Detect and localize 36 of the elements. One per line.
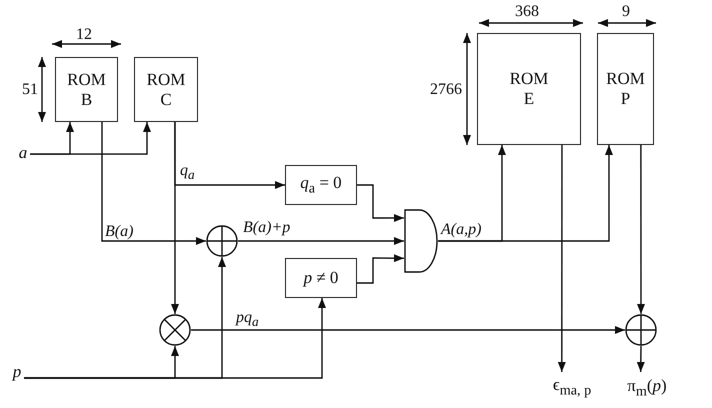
- multiplier-symbol: [159, 314, 191, 346]
- dimension-label: 51: [22, 82, 38, 98]
- rom-block: ROM E: [477, 33, 581, 145]
- connector-arrow: [171, 122, 179, 314]
- connector-arrow: [558, 145, 566, 372]
- connector-arrow: [438, 145, 613, 242]
- edge-label: pq$_{a}$: [236, 310, 259, 329]
- dimension-label: 9: [622, 4, 630, 20]
- dimension-label: 368: [515, 4, 539, 20]
- edge-label: A(a,p): [441, 222, 482, 238]
- rom-block: ROM B: [55, 57, 118, 122]
- input-label: p: [10, 362, 24, 382]
- connector-arrow: [24, 298, 326, 379]
- dimension-label: 12: [76, 27, 92, 43]
- connector-arrow: [357, 184, 404, 222]
- and-gate-symbol: [404, 209, 438, 273]
- connector-arrow: [238, 237, 404, 245]
- output-label: π$_{m}$(p): [612, 372, 682, 404]
- condition-box: p ≠ 0: [285, 258, 357, 298]
- connector-arrow: [191, 326, 625, 334]
- dimension-label: 2766: [430, 82, 462, 98]
- edge-label: B(a): [105, 224, 134, 240]
- connector-arrow: [101, 122, 206, 245]
- edge-label: B(a)+p: [243, 220, 290, 236]
- connector-arrow: [30, 122, 151, 155]
- rom-block: ROM C: [134, 57, 198, 122]
- connector-arrow: [636, 346, 645, 372]
- input-label: a: [16, 142, 30, 164]
- connector-arrow: [637, 145, 645, 314]
- edge-label: q$_{a}$: [180, 163, 195, 182]
- adder-symbol: [206, 225, 238, 257]
- adder-symbol: [625, 314, 657, 346]
- condition-box: q$_{a}$ = 0: [285, 165, 357, 205]
- rom-block: ROM P: [597, 33, 654, 145]
- connector-arrow: [357, 254, 404, 284]
- output-label: ϵ$_{ma, p}$: [542, 372, 602, 402]
